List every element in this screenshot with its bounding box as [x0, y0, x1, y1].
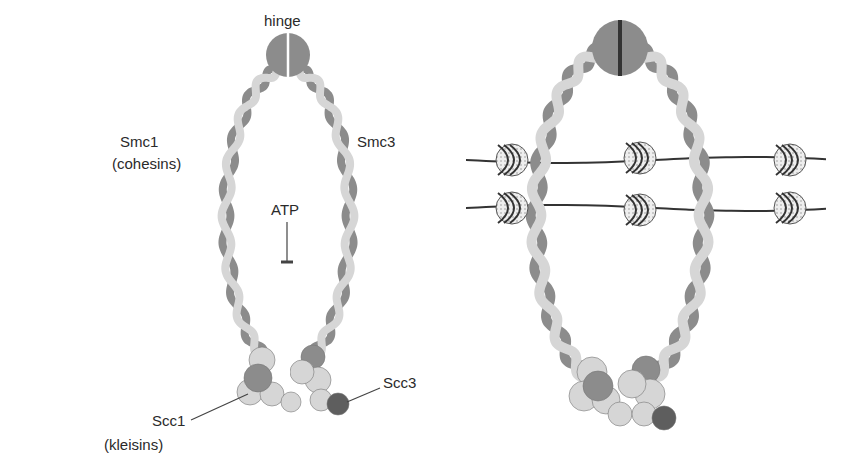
protein-domain — [327, 393, 349, 415]
dna-wrap — [776, 145, 786, 175]
hinge-closed — [618, 20, 622, 76]
atp-pocket — [284, 352, 290, 382]
nucleosome — [624, 142, 656, 174]
coiled-coil-strand — [222, 70, 277, 356]
dna-wrap — [788, 193, 798, 223]
dna-wrap — [498, 193, 508, 223]
dna-wrap — [510, 145, 520, 175]
part-label: ATP — [271, 201, 299, 219]
nucleosome — [496, 144, 528, 176]
nucleosome — [774, 144, 806, 176]
dna-wrap — [632, 143, 642, 173]
dna-wrap — [638, 143, 648, 173]
part-label: (kleisins) — [104, 436, 163, 454]
dna-wrap — [632, 195, 642, 225]
dna-wrap — [782, 145, 792, 175]
protein-domain — [290, 360, 314, 384]
dna-wrap — [776, 193, 786, 223]
protein-domain — [244, 364, 272, 392]
dna-wrap — [510, 193, 520, 223]
coiled-coil-strand — [531, 47, 604, 377]
dna-wrap — [504, 193, 514, 223]
dna-wrap — [626, 195, 636, 225]
dna-wrap — [498, 145, 508, 175]
part-label: hinge — [264, 12, 301, 30]
protein-domain — [281, 392, 301, 412]
nucleosome — [624, 194, 656, 226]
nucleosome — [774, 192, 806, 224]
dna-wrap — [626, 143, 636, 173]
dna-wrap — [782, 193, 792, 223]
protein-domain — [608, 402, 632, 426]
coiled-coil-strand — [299, 69, 353, 357]
hinge-domain — [592, 20, 648, 76]
coiled-coil-strand — [222, 69, 276, 357]
coiled-coil-strand — [637, 49, 709, 377]
leader-line — [191, 394, 248, 420]
leader-line — [347, 388, 380, 402]
protein-domain — [583, 371, 613, 401]
atp-mark — [281, 261, 293, 264]
hinge-split — [287, 33, 290, 77]
dna-wrap — [788, 145, 798, 175]
coiled-coil-strand — [532, 49, 604, 377]
protein-domain — [652, 406, 676, 430]
part-label: Smc1 — [120, 133, 158, 151]
dna-wrap — [638, 195, 648, 225]
hinge-domain — [266, 33, 310, 77]
part-label: Smc3 — [357, 133, 395, 151]
coiled-coil-strand — [299, 70, 354, 356]
protein-domain — [618, 370, 646, 398]
nucleosome — [496, 192, 528, 224]
leader-line — [286, 222, 287, 262]
part-label: Scc1 — [152, 412, 185, 430]
coiled-coil-strand — [637, 47, 710, 377]
part-label: (cohesins) — [112, 155, 181, 173]
part-label: Scc3 — [383, 374, 416, 392]
dna-wrap — [504, 145, 514, 175]
